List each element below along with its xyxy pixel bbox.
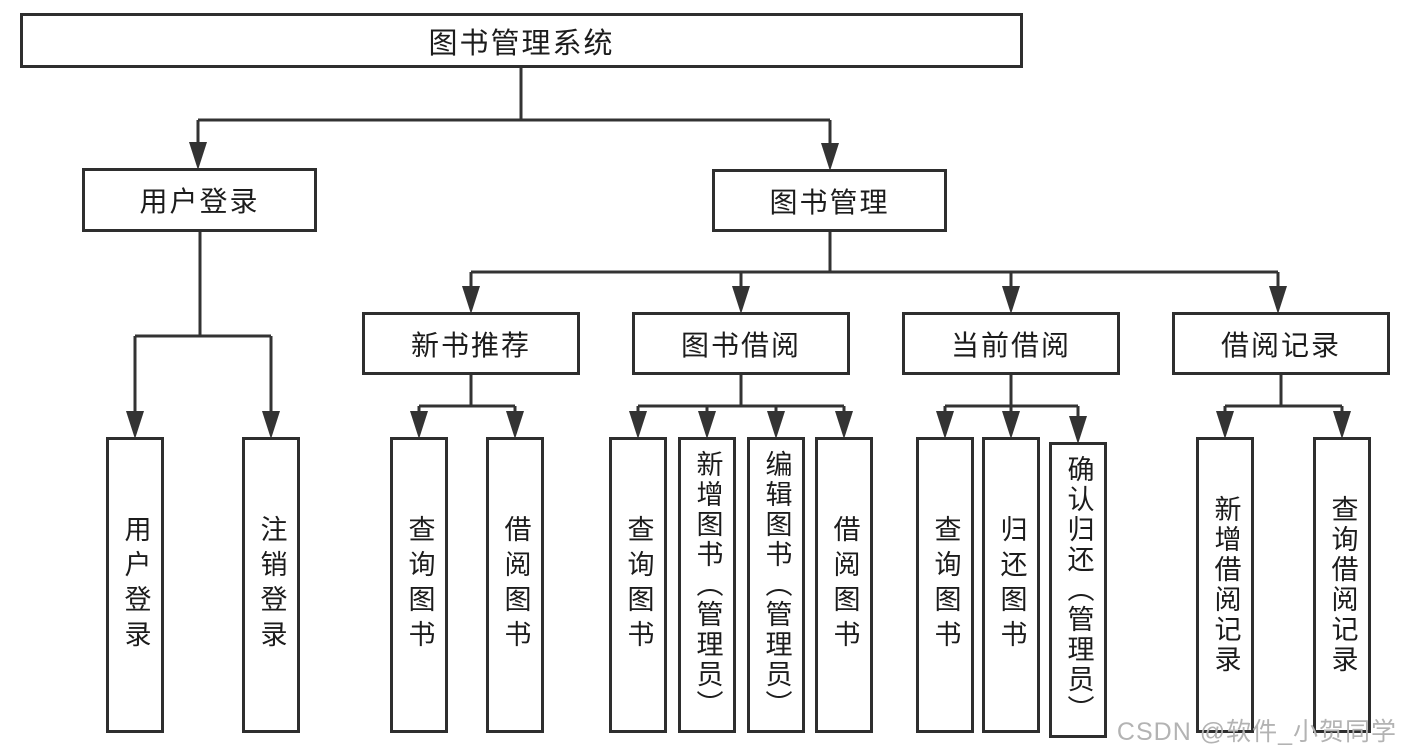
node-book-management: 图书管理 xyxy=(712,169,947,232)
connector-currentborrow-to-leaves xyxy=(936,375,1087,444)
leaf-add-book-admin: 新增图书（管理员） xyxy=(678,437,736,733)
csdn-watermark: CSDN @软件_小贺同学 xyxy=(1116,718,1397,746)
connector-borrowrecords-to-leaves xyxy=(1216,375,1351,439)
leaf-add-borrow-record: 新增借阅记录 xyxy=(1196,437,1254,733)
node-borrow-records: 借阅记录 xyxy=(1172,312,1390,375)
node-new-book-recommend: 新书推荐 xyxy=(362,312,580,375)
leaf-query-books-recommend: 查询图书 xyxy=(390,437,448,733)
connector-root-to-level2 xyxy=(189,68,839,171)
leaf-return-book: 归还图书 xyxy=(982,437,1040,733)
leaf-query-books-borrow: 查询图书 xyxy=(609,437,667,733)
leaf-confirm-return-admin: 确认归还（管理员） xyxy=(1049,442,1107,738)
connector-newbooks-to-leaves xyxy=(410,375,524,439)
leaf-borrow-books-recommend: 借阅图书 xyxy=(486,437,544,733)
node-user-login: 用户登录 xyxy=(82,168,317,232)
leaf-borrow-books: 借阅图书 xyxy=(815,437,873,733)
leaf-query-borrow-record: 查询借阅记录 xyxy=(1313,437,1371,733)
leaf-query-books-current: 查询图书 xyxy=(916,437,974,733)
connector-bookmgmt-to-level3 xyxy=(462,232,1287,314)
node-book-borrow: 图书借阅 xyxy=(632,312,850,375)
leaf-logout: 注销登录 xyxy=(242,437,300,733)
connector-userlogin-to-leaves xyxy=(126,232,280,439)
leaf-edit-book-admin: 编辑图书（管理员） xyxy=(747,437,805,733)
leaf-user-login: 用户登录 xyxy=(106,437,164,733)
node-current-borrow: 当前借阅 xyxy=(902,312,1120,375)
connector-bookborrow-to-leaves xyxy=(629,375,853,439)
node-library-management-system: 图书管理系统 xyxy=(20,13,1023,68)
